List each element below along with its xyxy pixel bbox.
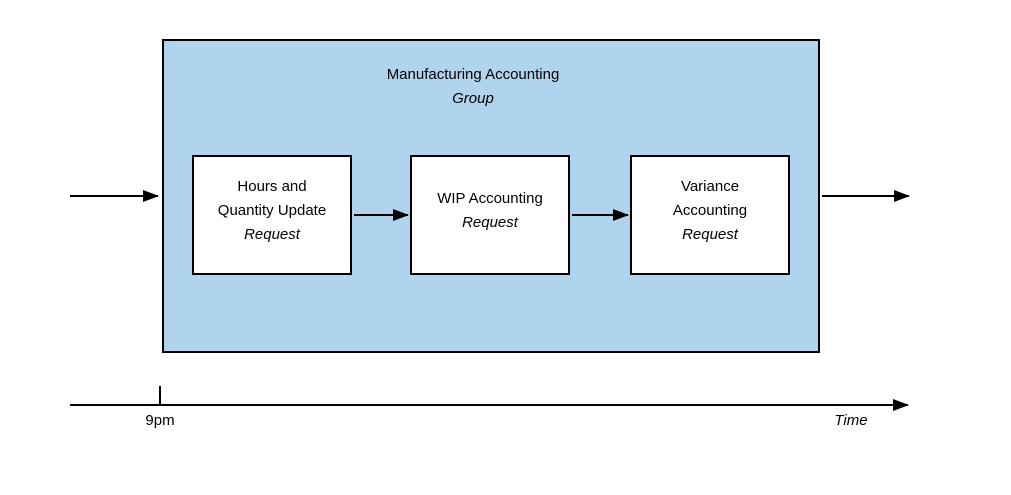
node-line: Quantity Update [217, 202, 327, 219]
timeline-tick-label: 9pm [145, 412, 175, 429]
node-hours-and-quantity-update-request: Hours and Quantity Update Request [192, 155, 352, 275]
group-subtitle-text: Group [452, 90, 494, 107]
node-line: Hours and [237, 178, 307, 195]
group-title-text: Manufacturing Accounting [386, 66, 560, 83]
node-line: Variance [680, 178, 740, 195]
node-line-request: Request [244, 226, 300, 243]
node-label: Hours and Quantity Update Request [218, 175, 326, 255]
timeline-axis-label: Time [834, 412, 868, 429]
node-variance-accounting-request: Variance Accounting Request [630, 155, 790, 275]
node-wip-accounting-request: WIP Accounting Request [410, 155, 570, 275]
node-line: Accounting [672, 202, 748, 219]
node-line-request: Request [462, 214, 518, 231]
group-title: Manufacturing Accounting Group [164, 63, 818, 111]
node-label: Variance Accounting Request [673, 175, 747, 255]
node-label: WIP Accounting Request [437, 187, 543, 243]
node-line-request: Request [682, 226, 738, 243]
node-line: WIP Accounting [437, 190, 543, 207]
